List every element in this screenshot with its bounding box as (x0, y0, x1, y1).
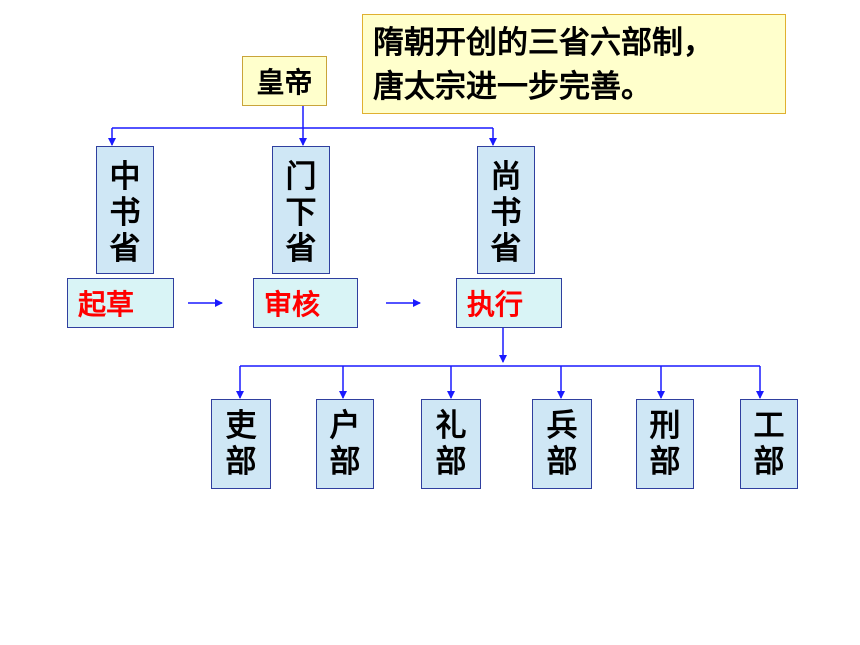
shangshu-char-2: 书 (490, 195, 522, 231)
ministry-char-1: 吏 (225, 408, 257, 444)
emperor-box: 皇帝 (242, 56, 327, 106)
ministry-char-1: 户 (329, 408, 361, 444)
shangshu-char-3: 省 (490, 231, 522, 267)
ministry-bingbu-war: 兵 部 (532, 399, 592, 489)
summary-note-line1: 隋朝开创的三省六部制， (373, 25, 714, 61)
ministry-char-2: 部 (225, 444, 257, 480)
ministry-char-2: 部 (546, 444, 578, 480)
ministry-char-2: 部 (435, 444, 467, 480)
summary-note-line2: 唐太宗进一步完善。 (373, 69, 652, 105)
ministry-char-1: 刑 (649, 408, 681, 444)
ministry-char-2: 部 (329, 444, 361, 480)
action-execute: 执行 (456, 278, 562, 328)
zhongshu-char-1: 中 (109, 159, 141, 195)
zhongshu-char-3: 省 (109, 231, 141, 267)
ministry-char-1: 礼 (435, 408, 467, 444)
ministry-char-2: 部 (753, 444, 785, 480)
ministry-char-2: 部 (649, 444, 681, 480)
ministry-libu-personnel: 吏 部 (211, 399, 271, 489)
zhongshu-province-box: 中 书 省 (96, 146, 154, 274)
ministry-char-1: 工 (753, 408, 785, 444)
action-review: 审核 (253, 278, 358, 328)
summary-note: 隋朝开创的三省六部制， 唐太宗进一步完善。 (362, 14, 786, 114)
ministry-char-1: 兵 (546, 408, 578, 444)
menxia-char-3: 省 (285, 231, 317, 267)
menxia-province-box: 门 下 省 (272, 146, 330, 274)
ministry-libu-rites: 礼 部 (421, 399, 481, 489)
menxia-char-1: 门 (285, 159, 317, 195)
action-draft: 起草 (67, 278, 174, 328)
menxia-char-2: 下 (285, 195, 317, 231)
shangshu-province-box: 尚 书 省 (477, 146, 535, 274)
ministry-xingbu-justice: 刑 部 (636, 399, 694, 489)
ministry-hubu-revenue: 户 部 (316, 399, 374, 489)
ministry-gongbu-works: 工 部 (740, 399, 798, 489)
zhongshu-char-2: 书 (109, 195, 141, 231)
shangshu-char-1: 尚 (490, 159, 522, 195)
